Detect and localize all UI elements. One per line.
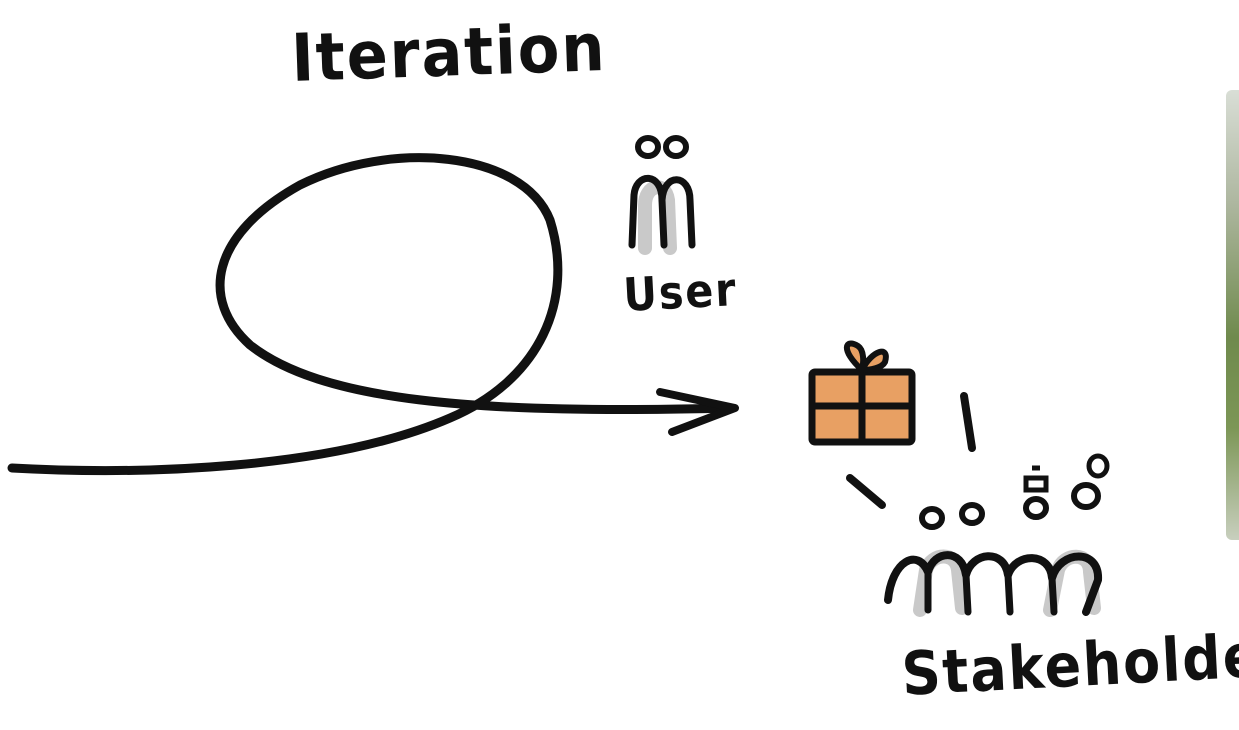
- gesture-mark: [846, 474, 886, 509]
- gift-icon: [808, 340, 916, 446]
- gesture-mark: [960, 392, 976, 452]
- user-figures-icon: [628, 135, 696, 255]
- edge-photo-strip: [1226, 90, 1239, 540]
- iteration-label: Iteration: [290, 9, 608, 97]
- arrow-head: [656, 388, 739, 436]
- stakeholder-figures-icon: [884, 453, 1110, 617]
- user-label: User: [622, 262, 739, 322]
- iteration-loop: [7, 153, 735, 476]
